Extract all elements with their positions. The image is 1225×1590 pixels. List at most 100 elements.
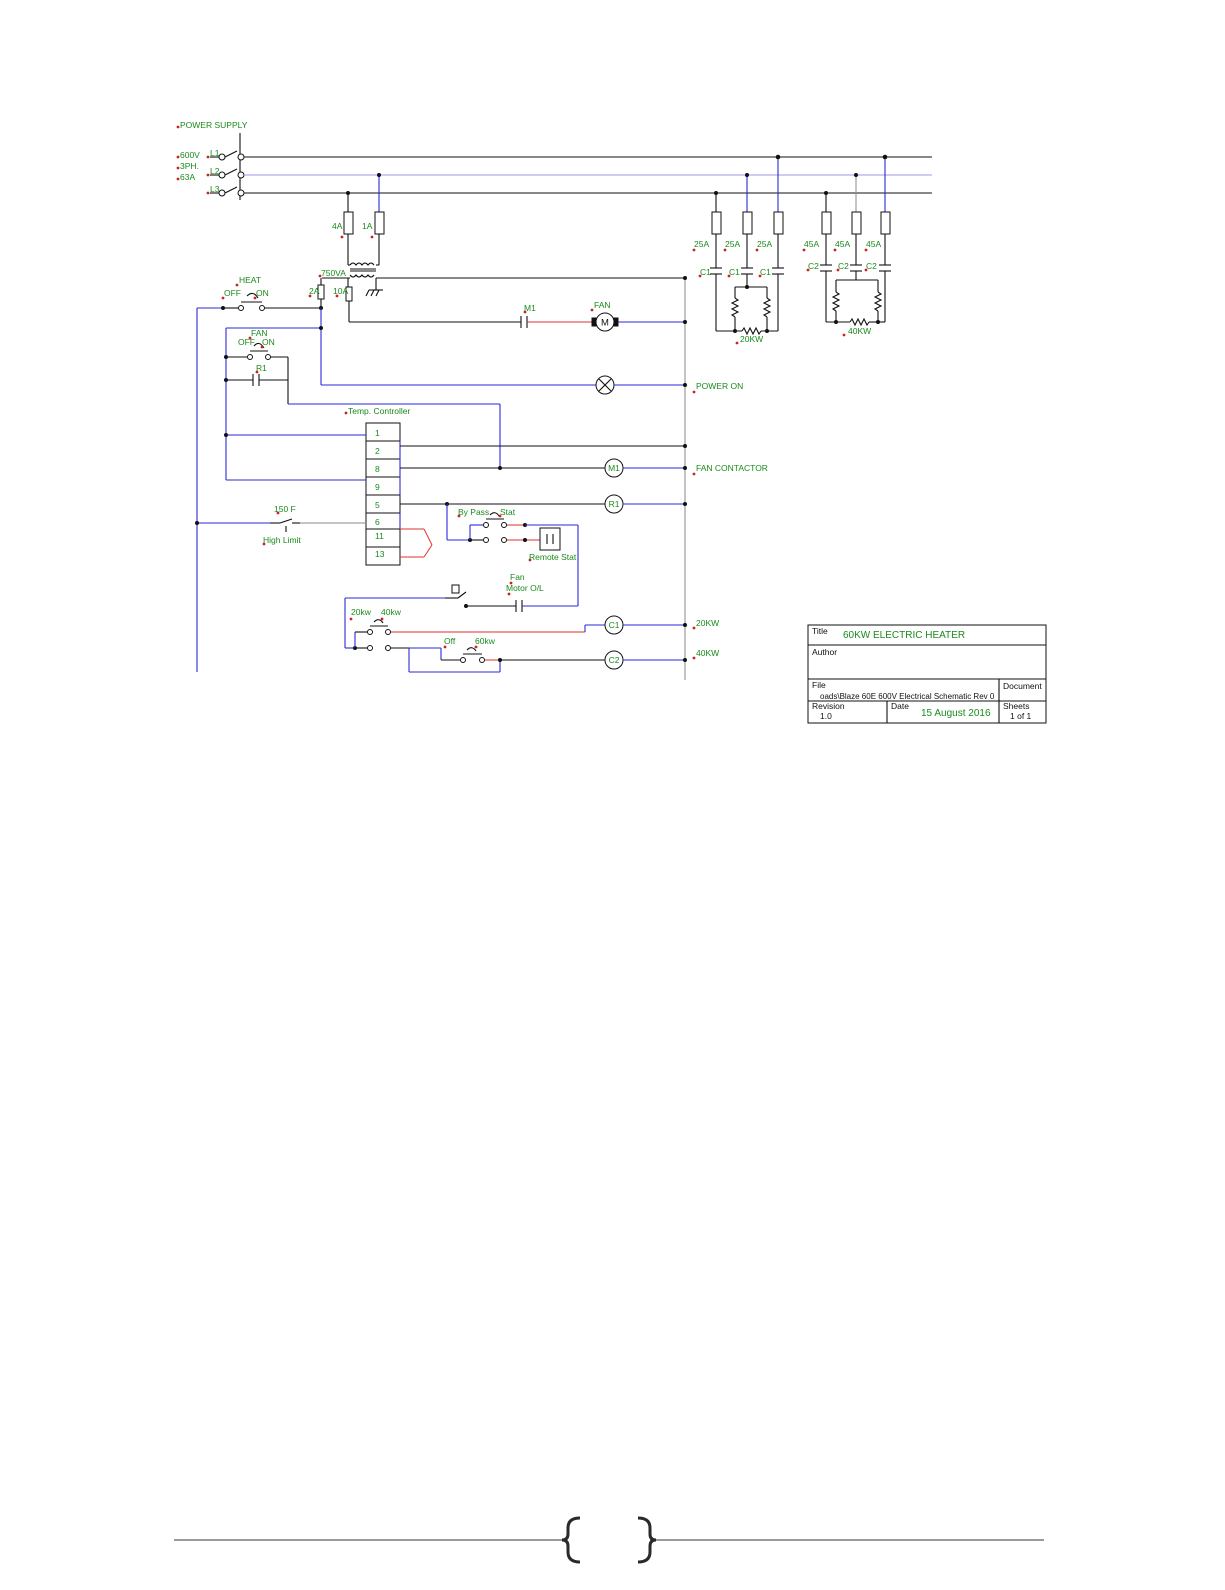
label-c2-b: C2 [838,261,849,271]
label-fuse-45a-a: 45A [804,239,819,249]
transformer-primary-fuses [343,211,385,265]
r1-aux-contact [226,374,288,386]
label-remote-stat: Remote Stat [529,552,577,562]
fan-motor-overload [445,584,578,612]
label-temp-controller: Temp. Controller [348,406,411,416]
label-power-supply: POWER SUPPLY [180,120,248,130]
title-block-sheets-label: Sheets [1003,701,1029,711]
label-fuse-25a-b: 25A [725,239,740,249]
label-63a: 63A [180,172,195,182]
label-term-9: 9 [375,482,380,492]
title-block-document-label: Document [1003,681,1042,691]
label-fuse-10a: 10A [333,286,348,296]
remote-stat [539,527,561,551]
title-block-author-label: Author [812,647,837,657]
label-c2-a: C2 [808,261,819,271]
label-term-2: 2 [375,446,380,456]
label-fan-ol-2: Motor O/L [506,583,544,593]
label-fan-motor: FAN [594,300,611,310]
label-heat: HEAT [239,275,261,285]
label-heater-20kw: 20KW [740,334,763,344]
label-fuse-25a-c: 25A [757,239,772,249]
label-switch-40kw: 40kw [381,607,402,617]
title-block-revision-value: 1.0 [820,711,832,721]
label-c2-coil: C2 [609,655,620,665]
pin-markers [176,125,921,713]
label-20kw-stage: 20KW [696,618,719,628]
heater-bank-20kw [710,211,784,336]
label-fuse-25a-a: 25A [694,239,709,249]
label-term-8: 8 [375,464,380,474]
main-disconnect [210,133,245,200]
label-l2: L2 [210,166,220,176]
stage-off-60-switch[interactable] [440,647,500,663]
label-heat-on: ON [256,288,269,298]
label-3ph: 3PH. [180,161,199,171]
label-motor-m: M [601,318,609,329]
label-c1-b: C1 [729,267,740,277]
control-transformer [322,262,685,297]
heater-bank-40kw [820,211,891,327]
label-c1-c: C1 [760,267,771,277]
label-switch-60kw: 60kw [475,636,496,646]
label-c1-a: C1 [700,267,711,277]
label-switch-off: Off [444,636,456,646]
label-heater-40kw: 40KW [848,326,871,336]
label-fuse-2a: 2A [309,286,320,296]
title-block-file-value: oads\Blaze 60E 600V Electrical Schematic… [820,692,995,701]
label-fuse-45a-c: 45A [866,239,881,249]
stage-20-40-switch[interactable] [345,619,585,651]
label-fuse-45a-b: 45A [835,239,850,249]
label-term-1: 1 [375,428,380,438]
title-block-title-label: Title [812,626,828,636]
fan-selector-switch[interactable] [226,342,288,360]
label-fuse-4a: 4A [332,221,343,231]
label-fuse-1a: 1A [362,221,373,231]
fan-motor-branch [349,312,685,332]
label-fan-switch: FAN [251,328,268,338]
label-heat-off: OFF [224,288,241,298]
power-on-lamp [595,375,615,395]
bypass-stat-switch[interactable] [470,512,540,543]
label-high-limit: High Limit [263,535,301,545]
label-m1-contact: M1 [524,303,536,313]
label-r1-coil: R1 [609,499,620,509]
label-term-5: 5 [375,500,380,510]
label-600v: 600V [180,150,200,160]
label-150f: 150 F [274,504,296,514]
label-c1-coil: C1 [609,620,620,630]
label-r1-contact: R1 [256,363,267,373]
title-block-date-value: 15 August 2016 [921,708,991,719]
labels: POWER SUPPLY 600V 3PH. 63A L1 L2 L3 4A 1… [180,120,881,665]
label-fan-contactor: FAN CONTACTOR [696,463,768,473]
label-stat: Stat [500,507,516,517]
title-block-sheets-value: 1 of 1 [1010,711,1032,721]
label-term-13: 13 [375,549,385,559]
heat-selector-switch[interactable] [223,292,321,311]
title-block-file-label: File [812,680,826,690]
title-block-revision-label: Revision [812,701,845,711]
label-40kw-stage: 40KW [696,648,719,658]
title-block-title-value: 60KW ELECTRIC HEATER [843,630,965,641]
label-l3: L3 [210,184,220,194]
label-c2-c: C2 [866,261,877,271]
page-footer [174,1516,1044,1564]
label-m1-coil: M1 [608,463,620,473]
label-power-on: POWER ON [696,381,743,391]
label-fan-on: ON [262,337,275,347]
label-fan-off: OFF [238,337,255,347]
label-term-6: 6 [375,517,380,527]
temp-controller [365,422,433,566]
high-limit-switch [270,518,300,532]
label-term-11: 11 [375,531,384,541]
label-bypass: By Pass [458,507,489,517]
label-xfmr-750va: 750VA [321,268,346,278]
label-l1: L1 [210,148,220,158]
label-switch-20kw: 20kw [351,607,372,617]
label-fan-ol-1: Fan [510,572,525,582]
title-block-date-label: Date [891,701,909,711]
title-block: Title 60KW ELECTRIC HEATER Author File o… [807,624,1047,724]
transformer-secondary-fuses [317,278,353,322]
